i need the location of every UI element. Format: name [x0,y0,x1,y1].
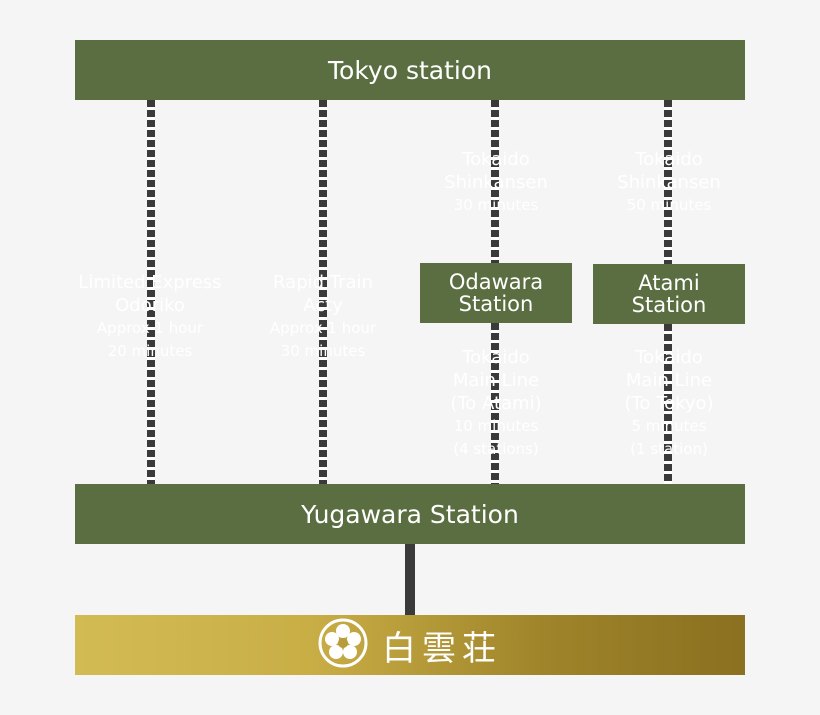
route-name: Limited Express [78,272,222,293]
transfer-station-odawara: Odawara Station [420,263,572,323]
route-label-rapid-train: Rapid Train Acty Approx 1 hour 30 minute… [233,271,413,363]
inn-logo-text: 白雲荘 [382,628,502,669]
route-track-odawara-upper [491,100,499,263]
shinkansen-label-atami: Tokaido Shinkansen 50 minutes [593,148,745,217]
route-track-rapid-train [319,100,327,484]
main-line-label-to-tokyo: Tokaido Main Line (To Tokyo) 5 minutes (… [593,346,745,461]
destination-station-label: Yugawara Station [301,499,519,529]
route-name: Tokaido [635,347,703,368]
route-direction: (To Atami) [450,393,542,414]
origin-station-label: Tokyo station [328,55,492,85]
destination-station-bar: Yugawara Station [75,484,745,544]
route-duration: 20 minutes [107,342,193,360]
route-name: Rapid Train [273,272,373,293]
inn-logo-banner: 白雲荘 [75,615,745,675]
route-duration: 30 minutes [453,196,539,214]
transfer-station-atami: Atami Station [593,264,745,324]
destination-connector [405,544,415,615]
route-duration: 5 minutes [631,417,707,435]
route-track-atami-upper [664,100,672,264]
station-name: Station [631,293,707,317]
route-name: Acty [303,295,343,316]
route-duration: 10 minutes [453,417,539,435]
route-duration: Approx 1 hour [269,319,377,337]
route-direction: (To Tokyo) [624,393,714,414]
route-stops: (1 station) [630,440,708,458]
route-track-limited-express [147,100,155,484]
route-duration: 30 minutes [280,342,366,360]
route-name: Main Line [452,370,540,391]
route-stops: (4 stations) [453,440,539,458]
route-name: Tokaido [462,347,530,368]
station-name: Station [458,292,534,316]
main-line-label-to-atami: Tokaido Main Line (To Atami) 10 minutes … [420,346,572,461]
route-name: Tokaido [462,149,530,170]
origin-station-bar: Tokyo station [75,40,745,100]
route-duration: 50 minutes [626,196,712,214]
route-name: Tokaido [635,149,703,170]
route-name: Odoriko [115,295,185,316]
route-track-odawara-lower [491,323,499,484]
family-crest-icon [318,618,368,672]
route-label-limited-express: Limited Express Odoriko Approx 1 hour 20… [60,271,240,363]
shinkansen-label-odawara: Tokaido Shinkansen 30 minutes [420,148,572,217]
station-name: Atami [638,271,700,295]
route-duration: Approx 1 hour [96,319,204,337]
route-name: Main Line [625,370,713,391]
route-name: Shinkansen [444,172,548,193]
route-name: Shinkansen [617,172,721,193]
route-track-atami-lower [664,324,672,484]
station-name: Odawara [448,270,544,294]
